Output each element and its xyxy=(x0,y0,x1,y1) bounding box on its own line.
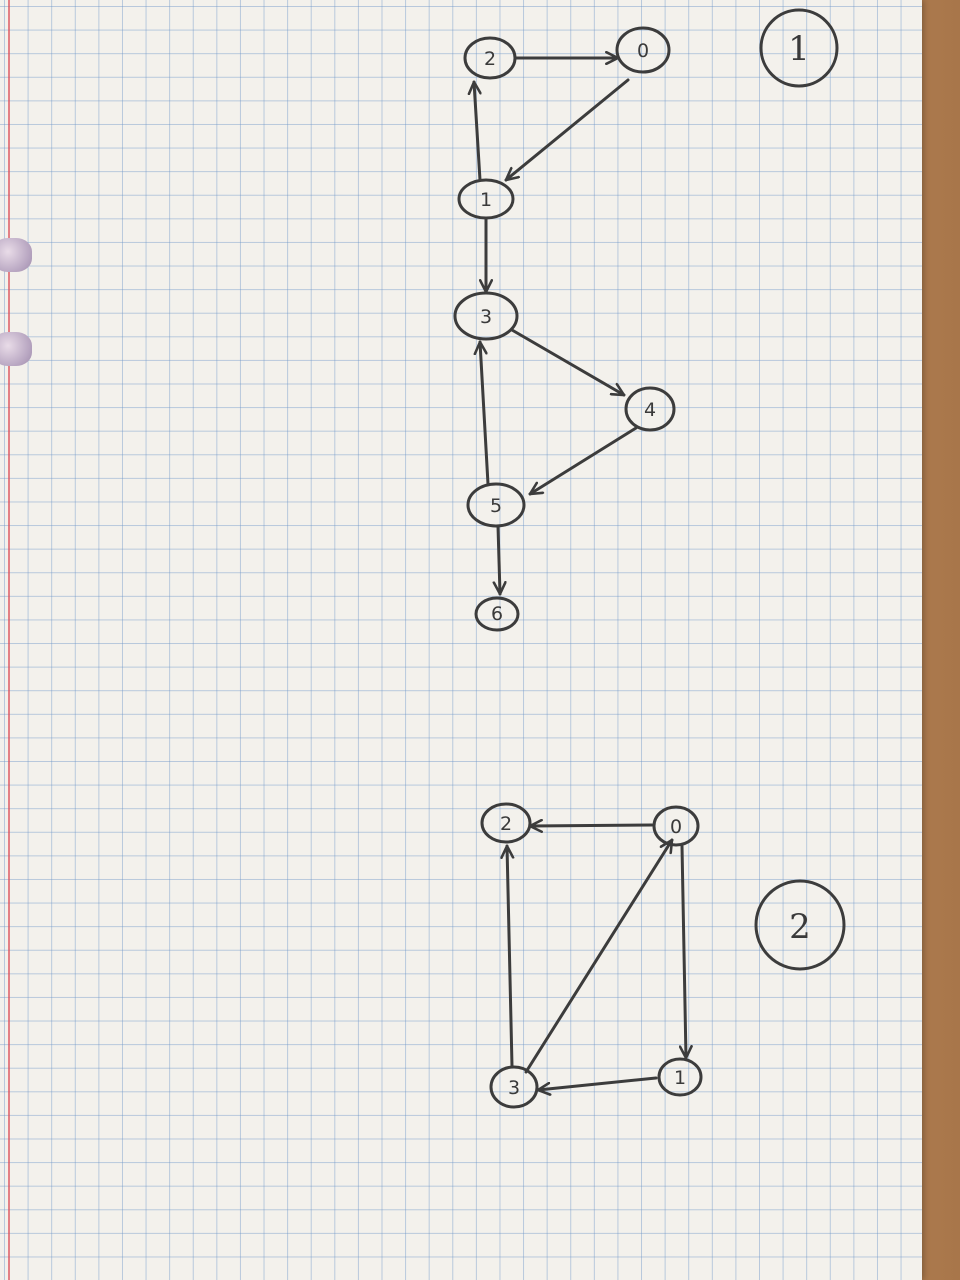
node-label: 3 xyxy=(508,1077,520,1099)
graph-node: 2 xyxy=(463,36,517,80)
graph-node: 0 xyxy=(615,26,671,74)
figure-1-label-text: 1 xyxy=(788,29,810,69)
node-circle xyxy=(624,386,676,432)
graph-node: 0 xyxy=(652,805,700,847)
node-label: 4 xyxy=(644,399,656,421)
edge-1-to-3 xyxy=(538,1076,658,1090)
node-label: 3 xyxy=(480,306,492,328)
node-label: 0 xyxy=(637,40,649,62)
figure-2: 2 2 0 3 xyxy=(480,802,846,1109)
edge-1-to-2 xyxy=(474,82,480,182)
figure-2-edges xyxy=(507,825,686,1090)
figure-1-label-circle xyxy=(759,8,839,88)
node-label: 1 xyxy=(674,1067,686,1089)
figure-2-label: 2 xyxy=(754,879,846,971)
figure-1-edges xyxy=(474,58,638,596)
node-circle xyxy=(466,482,526,528)
edge-0-to-1 xyxy=(682,844,686,1060)
red-margin-line xyxy=(8,0,10,1280)
node-circle xyxy=(457,178,515,220)
graph-paper-sheet xyxy=(0,0,922,1280)
graph-node: 5 xyxy=(466,482,526,528)
graph-node: 6 xyxy=(474,596,520,632)
graph-node: 1 xyxy=(457,178,515,220)
edge-3-to-4 xyxy=(510,328,624,397)
node-circle xyxy=(480,802,532,844)
node-circle xyxy=(615,26,671,74)
edge-5-to-6 xyxy=(498,524,500,596)
figure-1-label: 1 xyxy=(759,8,839,88)
figure-2-label-circle xyxy=(754,879,846,971)
node-label: 5 xyxy=(490,495,502,517)
graph-node: 1 xyxy=(657,1057,703,1097)
node-circle xyxy=(489,1065,539,1109)
node-label: 0 xyxy=(670,816,682,838)
graph-node: 4 xyxy=(624,386,676,432)
node-circle xyxy=(474,596,520,632)
edge-3-to-0 xyxy=(524,840,672,1074)
node-circle xyxy=(652,805,700,847)
edge-4-to-5 xyxy=(530,426,638,494)
node-label: 2 xyxy=(500,813,512,835)
edge-0-to-1 xyxy=(506,78,630,180)
node-circle xyxy=(453,291,519,341)
graph-node: 2 xyxy=(480,802,532,844)
graph-node: 3 xyxy=(453,291,519,341)
edge-0-to-2 xyxy=(528,825,654,826)
binder-clip-top xyxy=(0,238,32,272)
node-circle xyxy=(657,1057,703,1097)
binder-clip-bottom xyxy=(0,332,32,366)
figure-1-nodes: 0 2 1 3 4 xyxy=(453,26,676,632)
edge-3-to-2 xyxy=(507,844,512,1068)
node-label: 2 xyxy=(484,48,496,70)
graph-node: 3 xyxy=(489,1065,539,1109)
node-label: 1 xyxy=(480,189,492,211)
figure-2-nodes: 2 0 3 1 xyxy=(480,802,703,1109)
node-circle xyxy=(463,36,517,80)
edge-5-to-3 xyxy=(480,342,490,486)
figure-2-label-text: 2 xyxy=(789,907,811,947)
node-label: 6 xyxy=(491,603,503,625)
figure-1: 1 0 2 xyxy=(453,8,839,632)
